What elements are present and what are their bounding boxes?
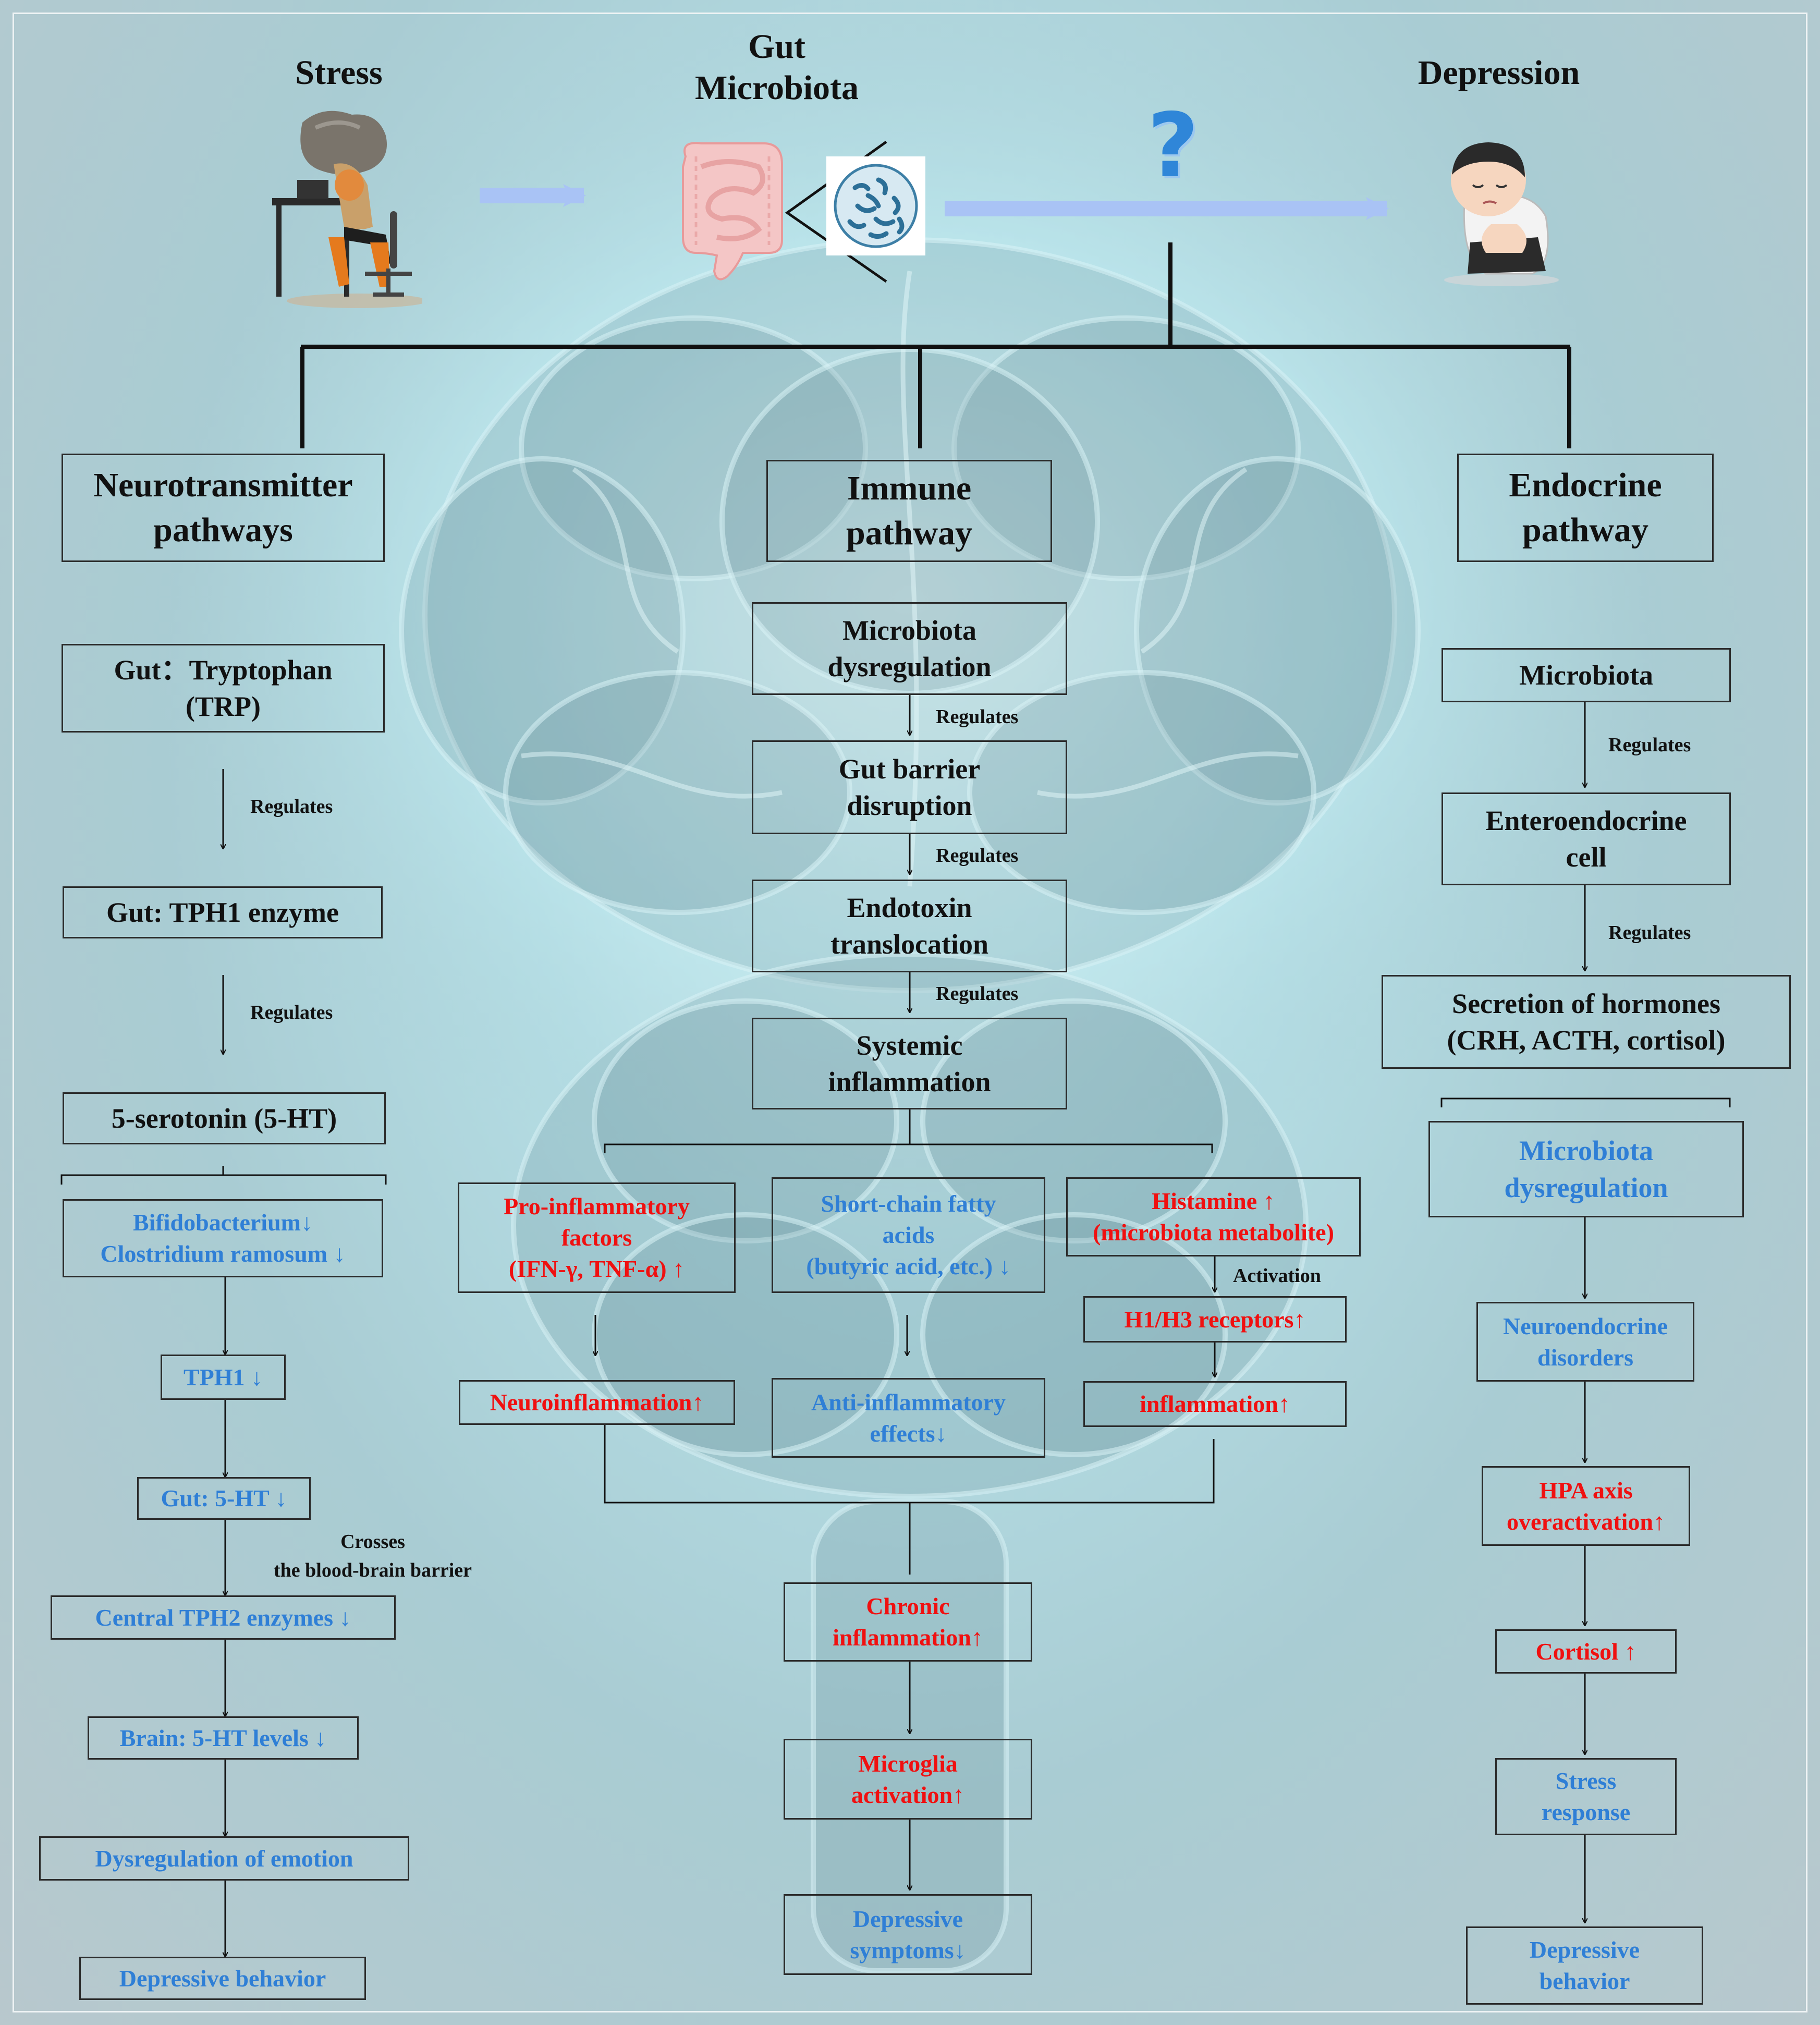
sad-child-icon [1428, 133, 1564, 289]
secretion-of-hormones-box: Secretion of hormones (CRH, ACTH, cortis… [1382, 975, 1791, 1069]
endocrine-microbiota-dysregulation-box: Microbiota dysregulation [1428, 1121, 1744, 1217]
dysregulation-of-emotion-box: Dysregulation of emotion [39, 1836, 409, 1881]
gut-tryptophan-box: Gut：Tryptophan (TRP) [62, 644, 385, 733]
endocrine-pathway-header: Endocrine pathway [1457, 454, 1714, 562]
immune-pathway-header: Immune pathway [766, 460, 1052, 562]
gut-microbiota-title: Gut Microbiota [694, 28, 859, 107]
regulates-label: Regulates [250, 1002, 333, 1023]
histamine-box: Histamine ↑ (microbiota metabolite) [1066, 1177, 1361, 1257]
neurotransmitter-pathways-header: Neurotransmitter pathways [62, 454, 385, 562]
cortisol-box: Cortisol ↑ [1495, 1629, 1677, 1674]
bifidobacterium-box: Bifidobacterium↓ Clostridium ramosum ↓ [63, 1199, 383, 1277]
gut-5ht-box: Gut: 5-HT ↓ [137, 1477, 311, 1520]
crosses-bbb-label: Crosses the blood-brain barrier [274, 1531, 472, 1582]
serotonin-box: 5-serotonin (5-HT) [63, 1092, 386, 1144]
h1-h3-receptors-box: H1/H3 receptors↑ [1083, 1296, 1347, 1343]
activation-label: Activation [1233, 1265, 1321, 1287]
inflammation-box: inflammation↑ [1083, 1381, 1347, 1427]
endocrine-depressive-behavior-box: Depressive behavior [1466, 1926, 1703, 2005]
hpa-axis-overactivation-box: HPA axis overactivation↑ [1482, 1466, 1690, 1546]
neuroendocrine-disorders-box: Neuroendocrine disorders [1476, 1302, 1694, 1382]
intestine-icon [665, 136, 798, 287]
regulates-label: Regulates [936, 983, 1019, 1005]
central-tph2-box: Central TPH2 enzymes ↓ [51, 1595, 396, 1640]
enteroendocrine-cell-box: Enteroendocrine cell [1442, 792, 1731, 885]
question-mark-icon: ? [1144, 99, 1202, 193]
systemic-inflammation-box: Systemic inflammation [752, 1018, 1067, 1109]
depressive-symptoms-box: Depressive symptoms↓ [784, 1894, 1032, 1975]
tph1-down-box: TPH1 ↓ [161, 1355, 286, 1400]
regulates-label: Regulates [936, 845, 1019, 867]
short-chain-fatty-acids-box: Short-chain fatty acids (butyric acid, e… [772, 1177, 1045, 1293]
pro-inflammatory-factors-box: Pro-inflammatory factors (IFN-γ, TNF-α) … [458, 1182, 736, 1293]
endotoxin-translocation-box: Endotoxin translocation [752, 880, 1067, 972]
regulates-label: Regulates [936, 706, 1019, 728]
stress-response-box: Stress response [1495, 1758, 1677, 1835]
question-mark-text: ? [1147, 94, 1199, 198]
regulates-label: Regulates [1608, 734, 1691, 756]
brain-5ht-box: Brain: 5-HT levels ↓ [88, 1716, 359, 1760]
microbiota-box: Microbiota [1442, 648, 1731, 702]
microglia-activation-box: Microglia activation↑ [784, 1739, 1032, 1820]
gut-tph1-enzyme-box: Gut: TPH1 enzyme [63, 886, 383, 938]
depressive-behavior-box: Depressive behavior [79, 1957, 366, 2000]
stress-icon [266, 107, 427, 310]
regulates-label: Regulates [250, 796, 333, 818]
microbiota-dysregulation-box: Microbiota dysregulation [752, 602, 1067, 695]
chronic-inflammation-box: Chronic inflammation↑ [784, 1582, 1032, 1662]
stress-title: Stress [295, 54, 383, 92]
bacteria-icon [826, 156, 925, 255]
anti-inflammatory-effects-box: Anti-inflammatory effects↓ [772, 1378, 1045, 1458]
neuroinflammation-box: Neuroinflammation↑ [459, 1380, 735, 1425]
regulates-label: Regulates [1608, 922, 1691, 944]
depression-title: Depression [1418, 54, 1580, 92]
gut-barrier-disruption-box: Gut barrier disruption [752, 740, 1067, 834]
